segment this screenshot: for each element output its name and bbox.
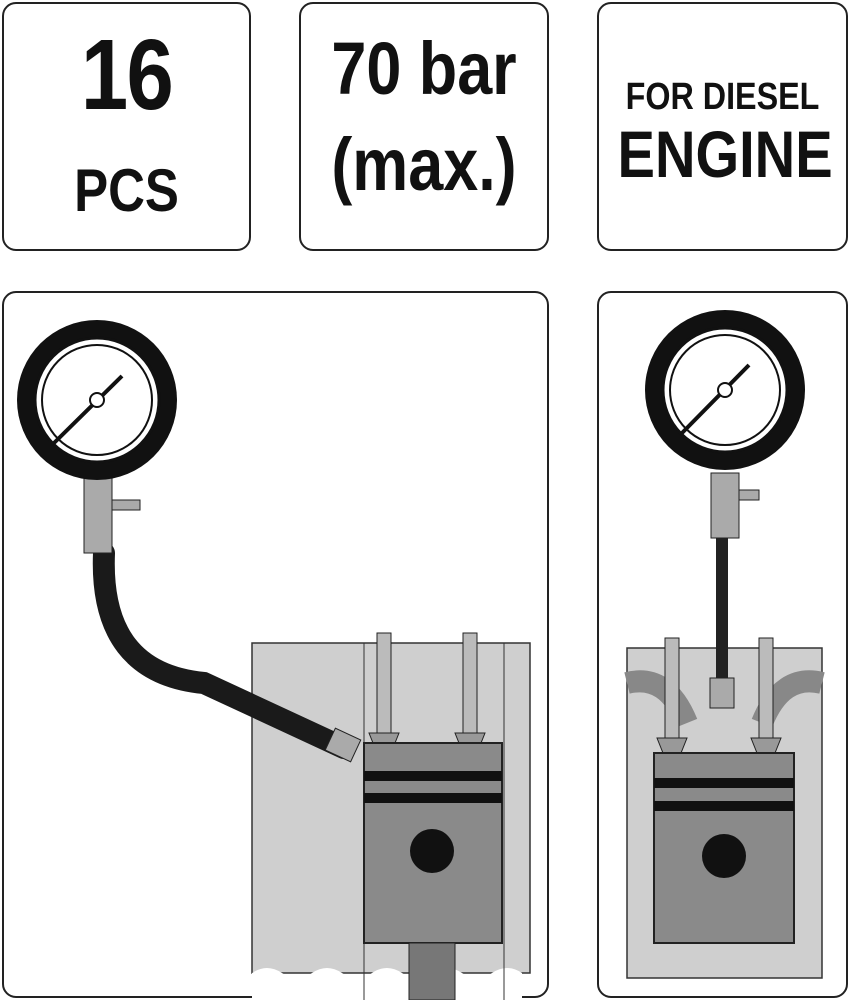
pressure-note: (max.): [331, 123, 517, 206]
pieces-badge: 16 PCS: [2, 2, 251, 251]
gauge-connector: [83, 477, 113, 554]
engine-line1: FOR DIESEL: [625, 76, 820, 118]
hose: [92, 542, 355, 759]
piston-icon: [653, 752, 795, 944]
extension-tube: [716, 538, 728, 688]
pieces-number: 16: [80, 19, 174, 131]
valve-icon: [368, 632, 400, 749]
engine-line2: ENGINE: [617, 117, 833, 191]
valve-icon: [750, 637, 782, 754]
valve-icon: [656, 637, 688, 754]
direct-gauge-illustration: [597, 291, 848, 998]
pressure-gauge-icon: [17, 320, 177, 480]
gauge-connector: [710, 472, 740, 539]
direct-gauge-drawing: [624, 310, 825, 979]
hose-gauge-drawing: [17, 320, 531, 1000]
pressure-value: 70 bar: [331, 27, 517, 110]
pieces-unit: PCS: [74, 157, 179, 224]
pressure-gauge-icon: [645, 310, 805, 470]
hose-fitting: [324, 727, 362, 763]
engine-badge: FOR DIESEL ENGINE: [597, 2, 848, 251]
piston-icon: [363, 742, 503, 1000]
hose-gauge-illustration: [2, 291, 549, 1000]
pressure-badge: 70 bar (max.): [299, 2, 549, 251]
